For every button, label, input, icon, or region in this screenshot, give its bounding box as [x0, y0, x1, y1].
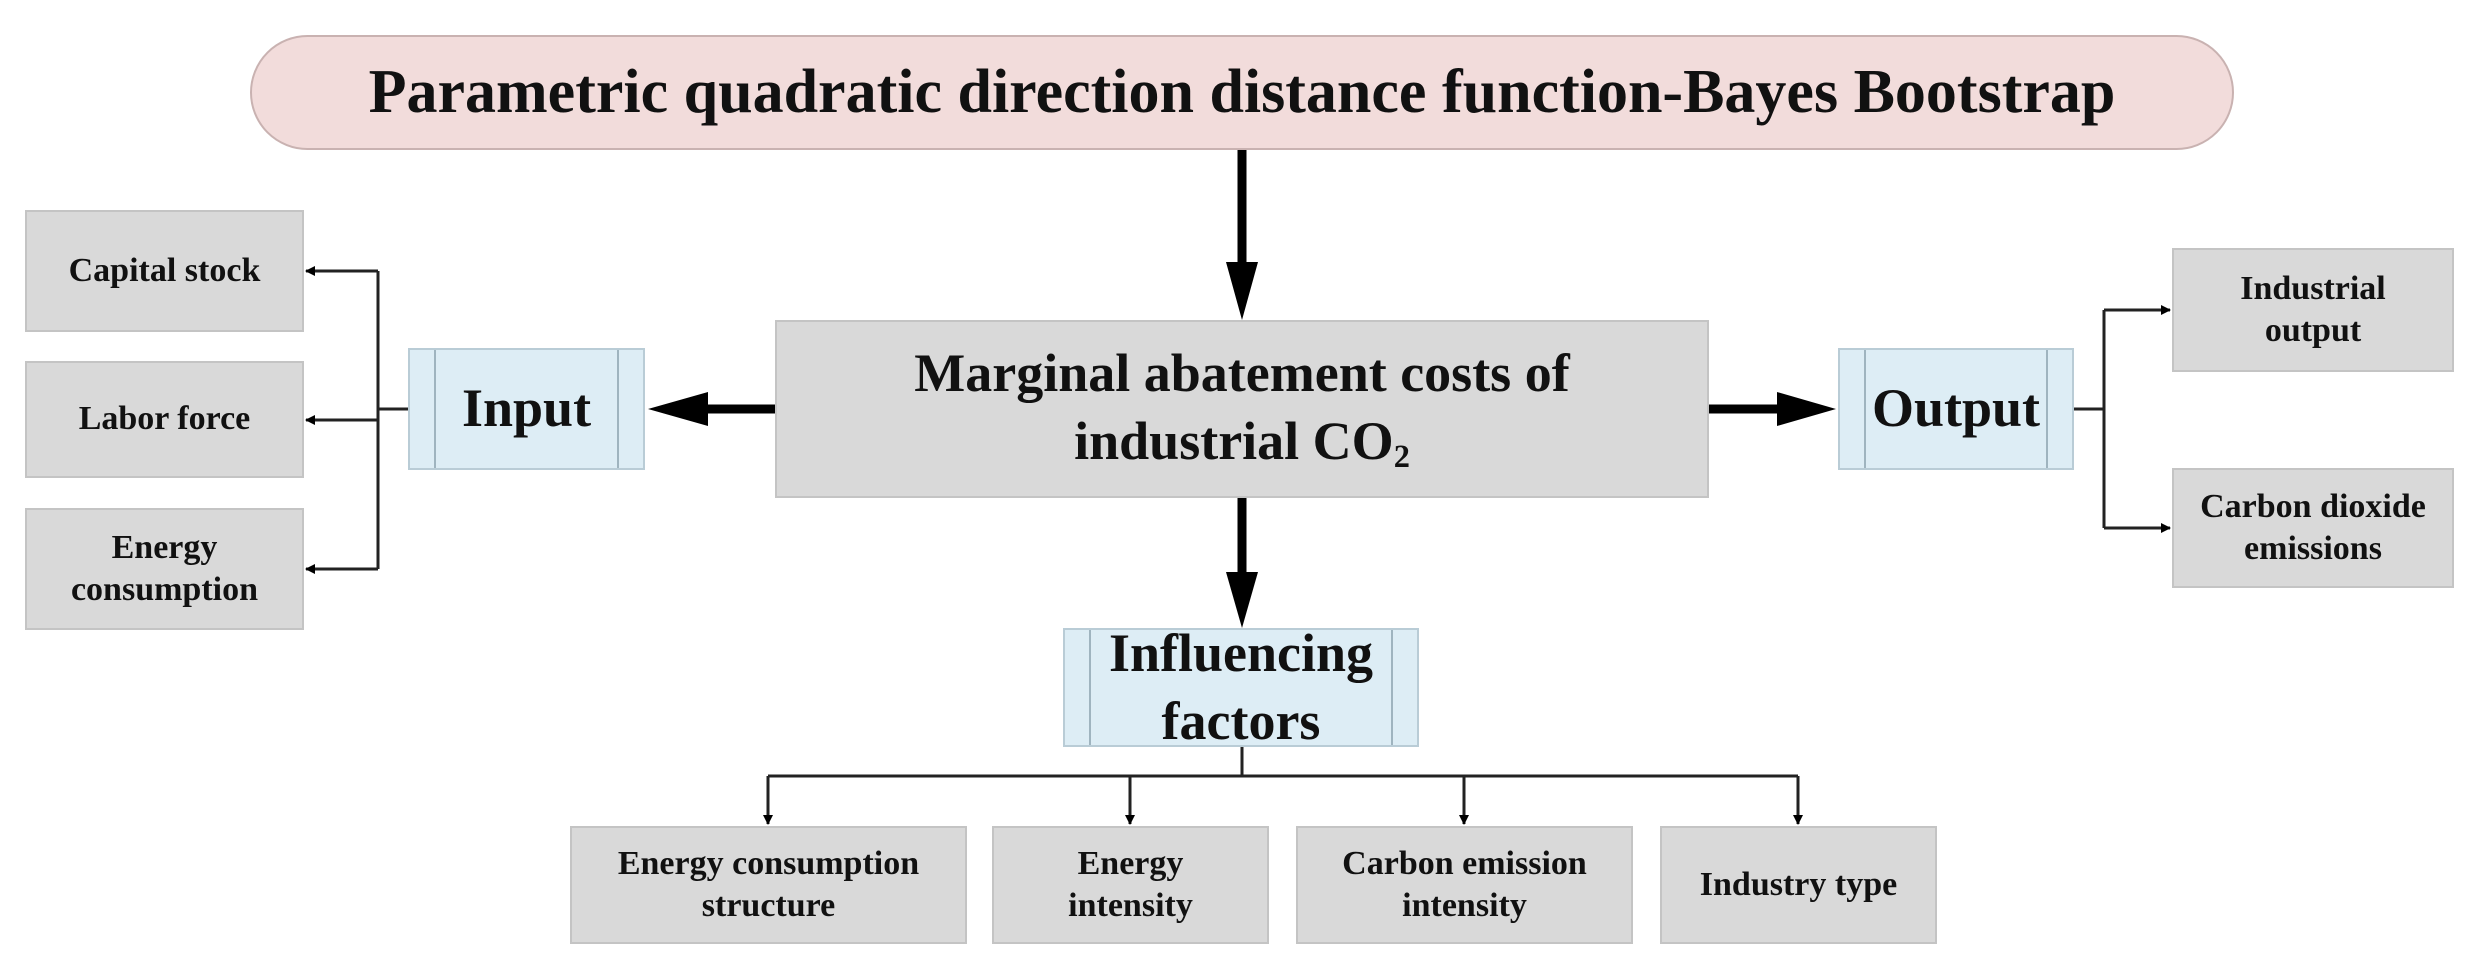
input-item-energy-consumption: Energy consumption: [25, 508, 304, 630]
output-item-industrial-output: Industrial output: [2172, 248, 2454, 372]
center-node-line2: industrial CO2: [1074, 410, 1410, 476]
arrow-center-to-factors: [1226, 498, 1258, 628]
factor-item-carbon-emission-intensity: Carbon emission intensity: [1296, 826, 1633, 944]
output-branches: [2074, 305, 2171, 533]
factor-branches: [763, 747, 1803, 825]
input-branches: [305, 266, 408, 574]
center-node-line1: Marginal abatement costs of: [914, 343, 1570, 404]
output-item-carbon-dioxide-emissions: Carbon dioxide emissions: [2172, 468, 2454, 588]
method-title: Parametric quadratic direction distance …: [250, 35, 2234, 150]
center-node-marginal-abatement-costs: Marginal abatement costs of industrial C…: [775, 320, 1709, 498]
input-node: Input: [408, 348, 645, 470]
input-item-labor-force: Labor force: [25, 361, 304, 478]
output-label: Output: [1871, 378, 2041, 439]
arrow-center-to-output: [1709, 392, 1836, 426]
factor-item-industry-type: Industry type: [1660, 826, 1937, 944]
input-label: Input: [461, 378, 592, 439]
arrow-center-to-input: [648, 392, 775, 426]
input-item-capital-stock: Capital stock: [25, 210, 304, 332]
influencing-factors-node: Influencing factors: [1063, 623, 1419, 751]
method-title-text: Parametric quadratic direction distance …: [368, 57, 2116, 126]
factor-item-energy-intensity: Energy intensity: [992, 826, 1269, 944]
output-node: Output: [1838, 348, 2074, 470]
factor-item-energy-consumption-structure: Energy consumption structure: [570, 826, 967, 944]
influencing-factors-label: Influencing factors: [1108, 623, 1374, 751]
arrow-title-to-center: [1226, 150, 1258, 320]
